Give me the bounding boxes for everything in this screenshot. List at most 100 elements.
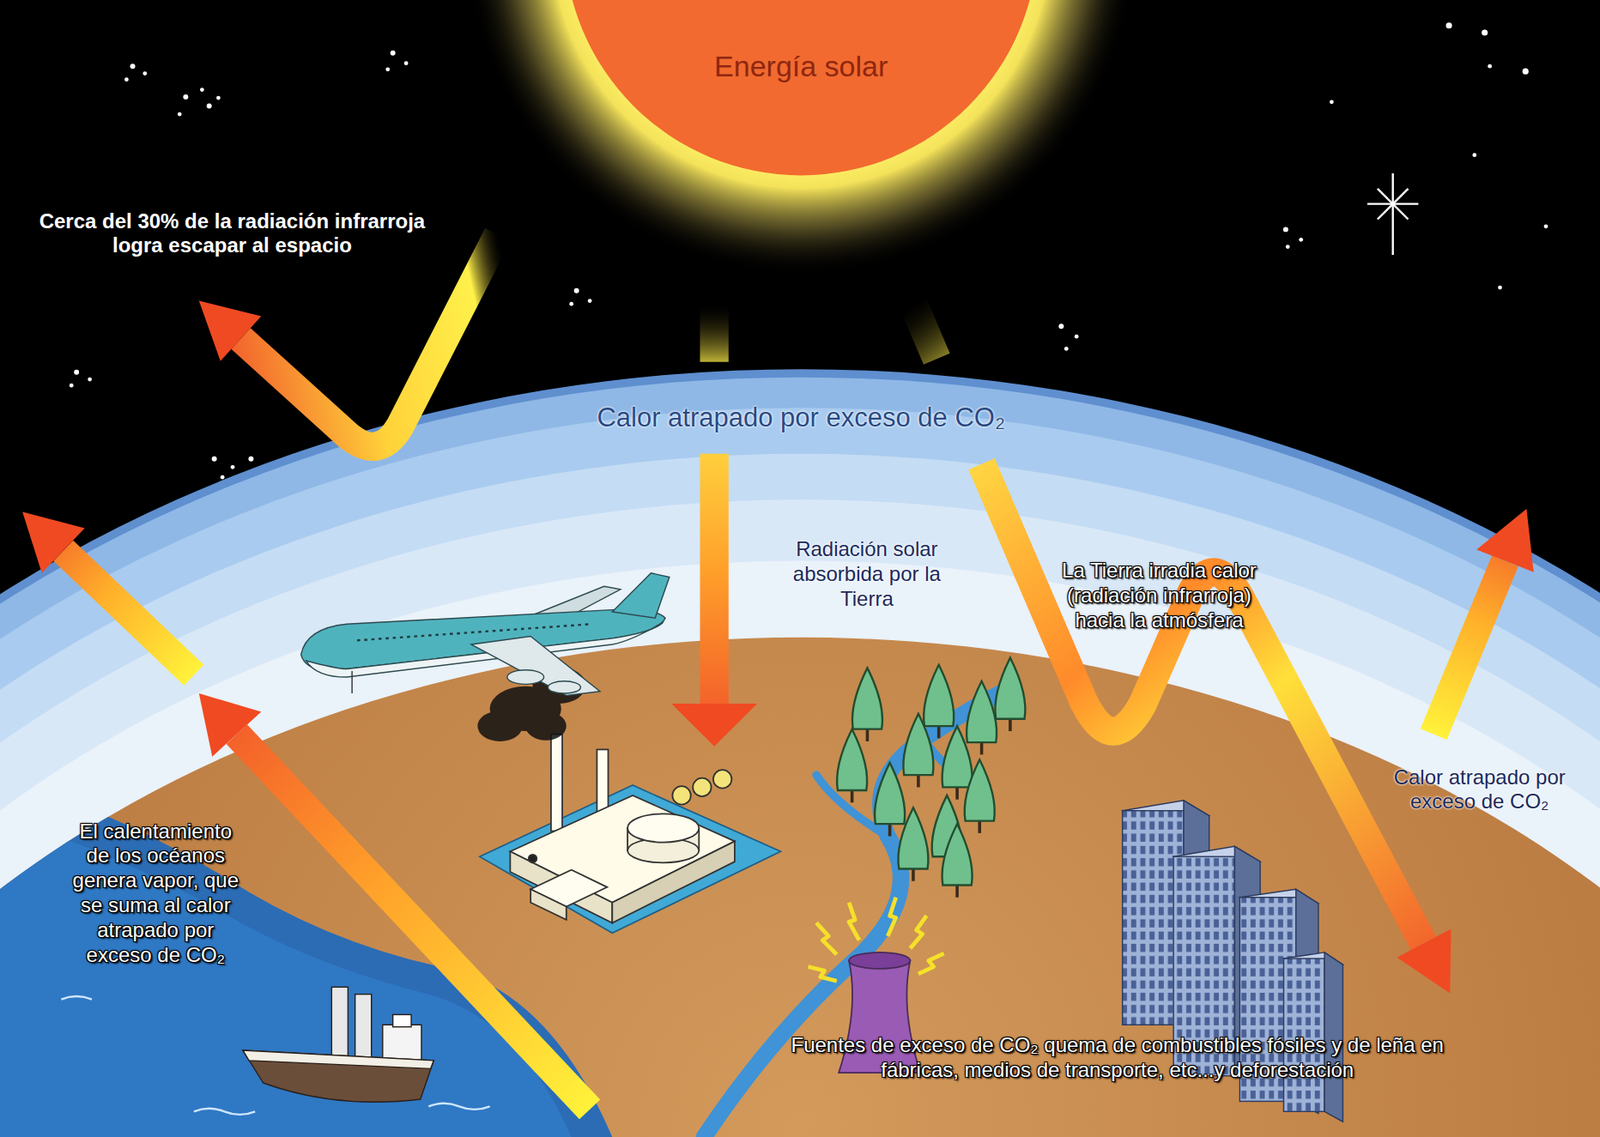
absorbed-note: Radiación solar absorbida por la Tierra xyxy=(767,537,967,612)
stars-part xyxy=(390,50,396,56)
forest-part xyxy=(897,807,928,882)
forest-part xyxy=(903,714,934,788)
stars-part xyxy=(1064,346,1069,352)
stars-part xyxy=(1058,323,1064,329)
stars-part xyxy=(1544,224,1549,229)
radiation-arrows-part xyxy=(1396,929,1451,994)
stars-part xyxy=(73,369,79,376)
stars-part xyxy=(130,63,136,69)
stars-part xyxy=(404,60,409,66)
ocean-part-part xyxy=(428,1103,490,1110)
earth xyxy=(0,637,1600,1137)
forest-part xyxy=(942,824,973,898)
sun-label: Energía solar xyxy=(707,46,895,87)
ocean-part-part xyxy=(60,996,92,1000)
factory-part xyxy=(528,854,538,864)
radiation-arrows-part xyxy=(981,464,1425,945)
factory-part xyxy=(627,813,699,843)
earth-radiates-note: La Tierra irradia calor (radiación infra… xyxy=(1058,558,1261,633)
cooling-tower-part-part xyxy=(909,915,927,949)
stars-part xyxy=(230,465,236,470)
bright-star-part xyxy=(1377,188,1409,220)
node-text: Calor atrapado por exceso de CO₂ xyxy=(596,402,1006,434)
stars-part xyxy=(220,475,225,480)
stars-part xyxy=(182,94,188,100)
forest-part xyxy=(994,657,1025,732)
forest-part xyxy=(964,759,995,834)
factory-part xyxy=(551,734,563,832)
stars-part xyxy=(1497,285,1503,291)
stars-part xyxy=(216,96,221,101)
stars-part xyxy=(1329,99,1334,104)
ocean-part-part xyxy=(193,1109,255,1116)
factory xyxy=(479,734,782,934)
atmosphere xyxy=(0,369,1600,1137)
cooling-tower-part-part xyxy=(887,897,897,937)
cooling-tower-part-part xyxy=(808,967,837,982)
stars-part xyxy=(177,112,182,117)
radiation-arrows-part xyxy=(63,551,194,676)
radiation-arrows xyxy=(22,234,1534,1110)
forest-part xyxy=(966,681,997,756)
ship-part xyxy=(393,1014,412,1027)
ship xyxy=(242,987,434,1103)
bright-star-part xyxy=(1377,188,1409,220)
ocean-vapor-note: El calentamiento de los océanos genera v… xyxy=(65,819,246,969)
stars-part xyxy=(1445,22,1452,29)
airplane-part xyxy=(471,636,600,697)
radiation-arrows-part xyxy=(700,454,729,704)
stars-part xyxy=(200,87,205,92)
factory-part xyxy=(672,786,691,805)
cooling-tower-part-part xyxy=(848,903,860,941)
airplane xyxy=(301,573,670,697)
stars-part xyxy=(248,456,254,462)
radiation-arrows-part xyxy=(1433,561,1505,735)
stars-part xyxy=(1487,64,1492,69)
stars-part xyxy=(574,288,580,294)
stars-part xyxy=(1298,237,1304,243)
co2-sources-note: Fuentes de exceso de CO₂ quema de combus… xyxy=(765,1033,1470,1084)
radiation-arrows-part xyxy=(199,693,262,758)
stars-part xyxy=(206,103,213,110)
stars-part xyxy=(1074,334,1079,340)
factory-part xyxy=(713,769,732,788)
stars-part xyxy=(1481,29,1488,36)
ship-part xyxy=(331,987,348,1061)
airplane-part xyxy=(357,624,592,641)
radiation-arrows-part xyxy=(700,306,729,363)
ocean-part xyxy=(0,816,572,1137)
stars-part xyxy=(212,456,218,462)
stars-part xyxy=(1283,226,1289,232)
stars-part xyxy=(69,383,74,388)
escape-note: Cerca del 30% de la radiación infrarroja… xyxy=(20,209,444,260)
stars-part xyxy=(142,71,147,76)
stars-part xyxy=(385,66,390,72)
stars-part xyxy=(1472,152,1477,158)
factory-part xyxy=(530,889,567,921)
cooling-tower-part-part xyxy=(816,922,837,955)
airplane-part xyxy=(612,573,670,619)
ship-part xyxy=(242,1050,434,1069)
airplane-part xyxy=(351,671,352,694)
radiation-arrows-part xyxy=(913,303,937,359)
ocean xyxy=(0,775,613,1137)
atmosphere-band: Calor atrapado por exceso de CO₂ xyxy=(589,399,1013,437)
atmosphere-part xyxy=(0,377,1600,1137)
trapped-heat-note: Calor atrapado por exceso de CO₂ xyxy=(1372,765,1588,816)
stars-part xyxy=(124,77,129,82)
cooling-tower-part-part xyxy=(918,953,945,975)
forest-part xyxy=(874,763,905,837)
stars-part xyxy=(87,377,92,382)
ocean-part xyxy=(0,775,613,1137)
forest-part xyxy=(923,665,954,740)
forest xyxy=(836,657,1025,897)
smoke-part xyxy=(477,710,522,742)
bright-star-part xyxy=(1391,173,1394,255)
factory-part xyxy=(509,851,613,923)
radiation-arrows-part xyxy=(22,512,85,574)
forest-part xyxy=(852,667,883,742)
ocean-part xyxy=(60,996,490,1116)
node-text: Energía solar xyxy=(714,49,888,84)
radiation-arrows-part xyxy=(241,234,499,447)
